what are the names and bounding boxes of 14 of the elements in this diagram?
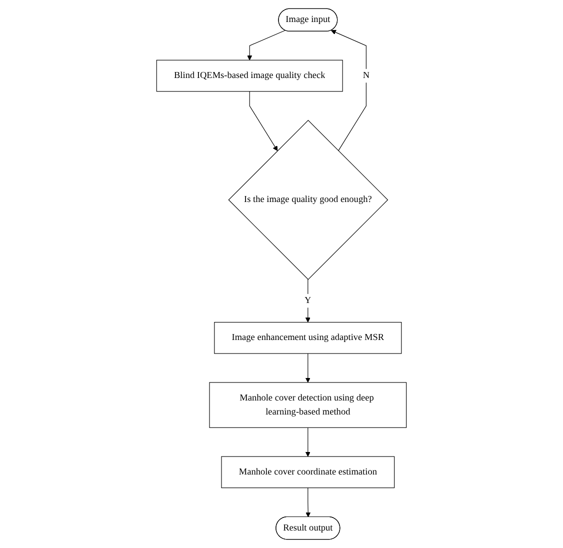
node-box: Manhole cover coordinate estimation xyxy=(221,456,395,488)
node-diamond: Is the image quality good enough? xyxy=(228,120,388,280)
arrow xyxy=(331,30,367,152)
node-box: Image enhancement using adaptive MSR xyxy=(214,322,402,354)
arrow xyxy=(305,353,310,383)
node-box: Manhole cover detection using deep learning-based method xyxy=(209,382,407,428)
node-box: Blind IQEMs-based image quality check xyxy=(156,60,343,92)
edge-label: Y xyxy=(304,296,312,306)
arrow xyxy=(305,279,310,322)
edge-label: N xyxy=(362,70,370,80)
arrow xyxy=(306,488,311,518)
arrow xyxy=(247,30,286,60)
arrow xyxy=(249,91,278,152)
arrow xyxy=(305,427,310,457)
